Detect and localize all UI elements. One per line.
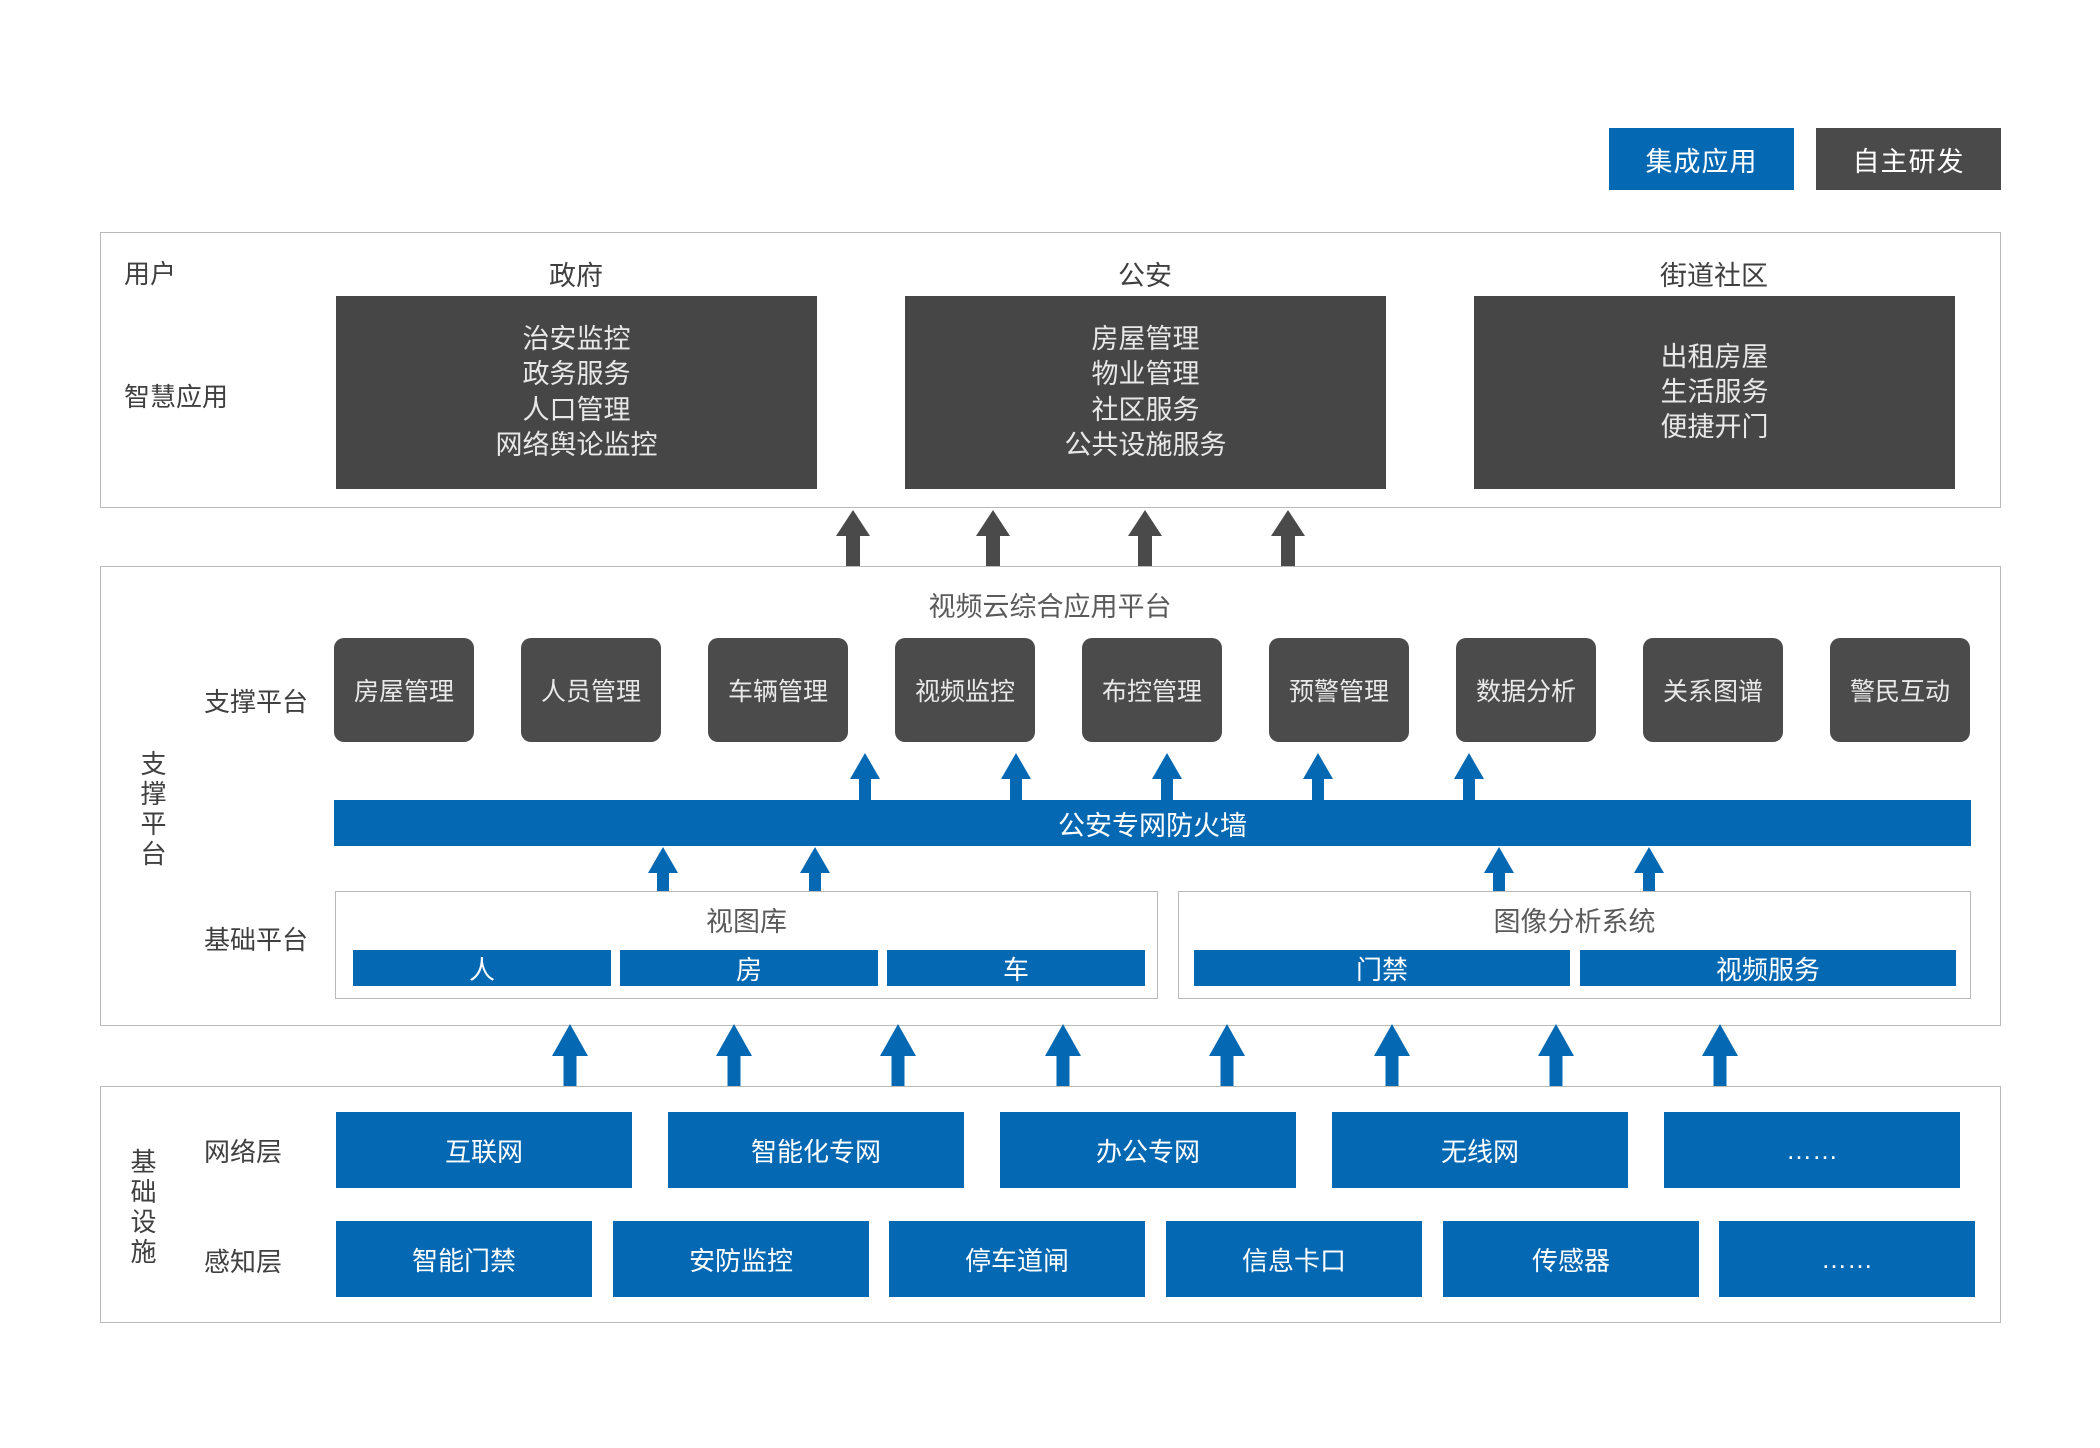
app-column-box-public-security[interactable]: 房屋管理 物业管理 社区服务 公共设施服务 [905,296,1386,489]
arrow-up-blue [1001,753,1031,805]
platform-module-card[interactable]: 视频监控 [895,638,1035,742]
side-label-support-platform: 支撑平台 [137,750,167,870]
sensing-layer-item-more[interactable]: …… [1719,1221,1975,1297]
network-layer-item[interactable]: 办公专网 [1000,1112,1296,1188]
base-item-vehicle[interactable]: 车 [887,950,1145,986]
platform-module-card[interactable]: 房屋管理 [334,638,474,742]
app-item: 出租房屋 [1660,341,1769,372]
legend-inhouse-development: 自主研发 [1816,128,2001,190]
app-item: 人口管理 [522,394,631,425]
arrow-up-blue [1538,1024,1574,1086]
platform-module-card[interactable]: 预警管理 [1269,638,1409,742]
base-item-house[interactable]: 房 [620,950,878,986]
row-label-support-platform: 支撑平台 [204,686,309,717]
app-column-title-public-security: 公安 [1118,261,1172,291]
sensing-layer-item[interactable]: 信息卡口 [1166,1221,1422,1297]
base-group-title-view-library: 视图库 [706,907,787,937]
network-layer-item-more[interactable]: …… [1664,1112,1960,1188]
platform-module-card[interactable]: 布控管理 [1082,638,1222,742]
row-label-user: 用户 [124,258,177,289]
arrow-up-blue [880,1024,916,1086]
app-column-box-street-community[interactable]: 出租房屋 生活服务 便捷开门 [1474,296,1955,489]
arrow-up-blue [1209,1024,1245,1086]
legend-integrated-label: 集成应用 [1645,146,1758,177]
base-item-video-service[interactable]: 视频服务 [1580,950,1956,986]
app-item: 治安监控 [522,324,631,355]
arrow-up-gray [836,510,870,568]
arrow-up-blue [1374,1024,1410,1086]
arrow-up-blue [716,1024,752,1086]
legend-inhouse-label: 自主研发 [1852,146,1965,177]
row-label-sensing-layer: 感知层 [204,1246,283,1277]
base-group-title-image-analysis: 图像分析系统 [1493,907,1656,937]
sensing-layer-item[interactable]: 停车道闸 [889,1221,1145,1297]
arrow-up-blue [552,1024,588,1086]
arrow-up-blue [850,753,880,805]
base-item-access-control[interactable]: 门禁 [1194,950,1570,986]
app-column-box-government[interactable]: 治安监控 政务服务 人口管理 网络舆论监控 [336,296,817,489]
firewall-bar[interactable]: 公安专网防火墙 [334,800,1971,846]
network-layer-item[interactable]: 无线网 [1332,1112,1628,1188]
row-label-smart-application: 智慧应用 [124,381,229,412]
app-item: 物业管理 [1091,359,1200,390]
arrow-up-gray [1128,510,1162,568]
app-item: 公共设施服务 [1064,429,1227,460]
app-item: 社区服务 [1091,394,1200,425]
platform-title: 视频云综合应用平台 [928,592,1172,622]
arrow-up-blue [1152,753,1182,805]
platform-module-card[interactable]: 关系图谱 [1643,638,1783,742]
platform-module-card[interactable]: 人员管理 [521,638,661,742]
app-column-title-government: 政府 [549,261,603,291]
base-item-person[interactable]: 人 [353,950,611,986]
platform-module-card[interactable]: 数据分析 [1456,638,1596,742]
arrow-up-gray [1271,510,1305,568]
row-label-base-platform: 基础平台 [204,924,309,955]
platform-module-card[interactable]: 车辆管理 [708,638,848,742]
arrow-up-blue [1484,847,1514,899]
app-item: 政务服务 [522,359,631,390]
network-layer-item[interactable]: 互联网 [336,1112,632,1188]
app-item: 便捷开门 [1660,412,1769,443]
sensing-layer-item[interactable]: 安防监控 [613,1221,869,1297]
arrow-up-blue [1454,753,1484,805]
sensing-layer-item[interactable]: 传感器 [1443,1221,1699,1297]
network-layer-item[interactable]: 智能化专网 [668,1112,964,1188]
arrow-up-blue [1702,1024,1738,1086]
row-label-network-layer: 网络层 [204,1136,283,1167]
arrow-up-gray [976,510,1010,568]
app-column-title-street-community: 街道社区 [1660,261,1768,291]
app-item: 生活服务 [1660,376,1769,407]
arrow-up-blue [1045,1024,1081,1086]
sensing-layer-item[interactable]: 智能门禁 [336,1221,592,1297]
app-item: 网络舆论监控 [495,429,658,460]
arrow-up-blue [1303,753,1333,805]
platform-module-card[interactable]: 警民互动 [1830,638,1970,742]
app-item: 房屋管理 [1091,324,1200,355]
legend-integrated-application: 集成应用 [1609,128,1794,190]
side-label-infrastructure: 基础设施 [127,1147,157,1268]
